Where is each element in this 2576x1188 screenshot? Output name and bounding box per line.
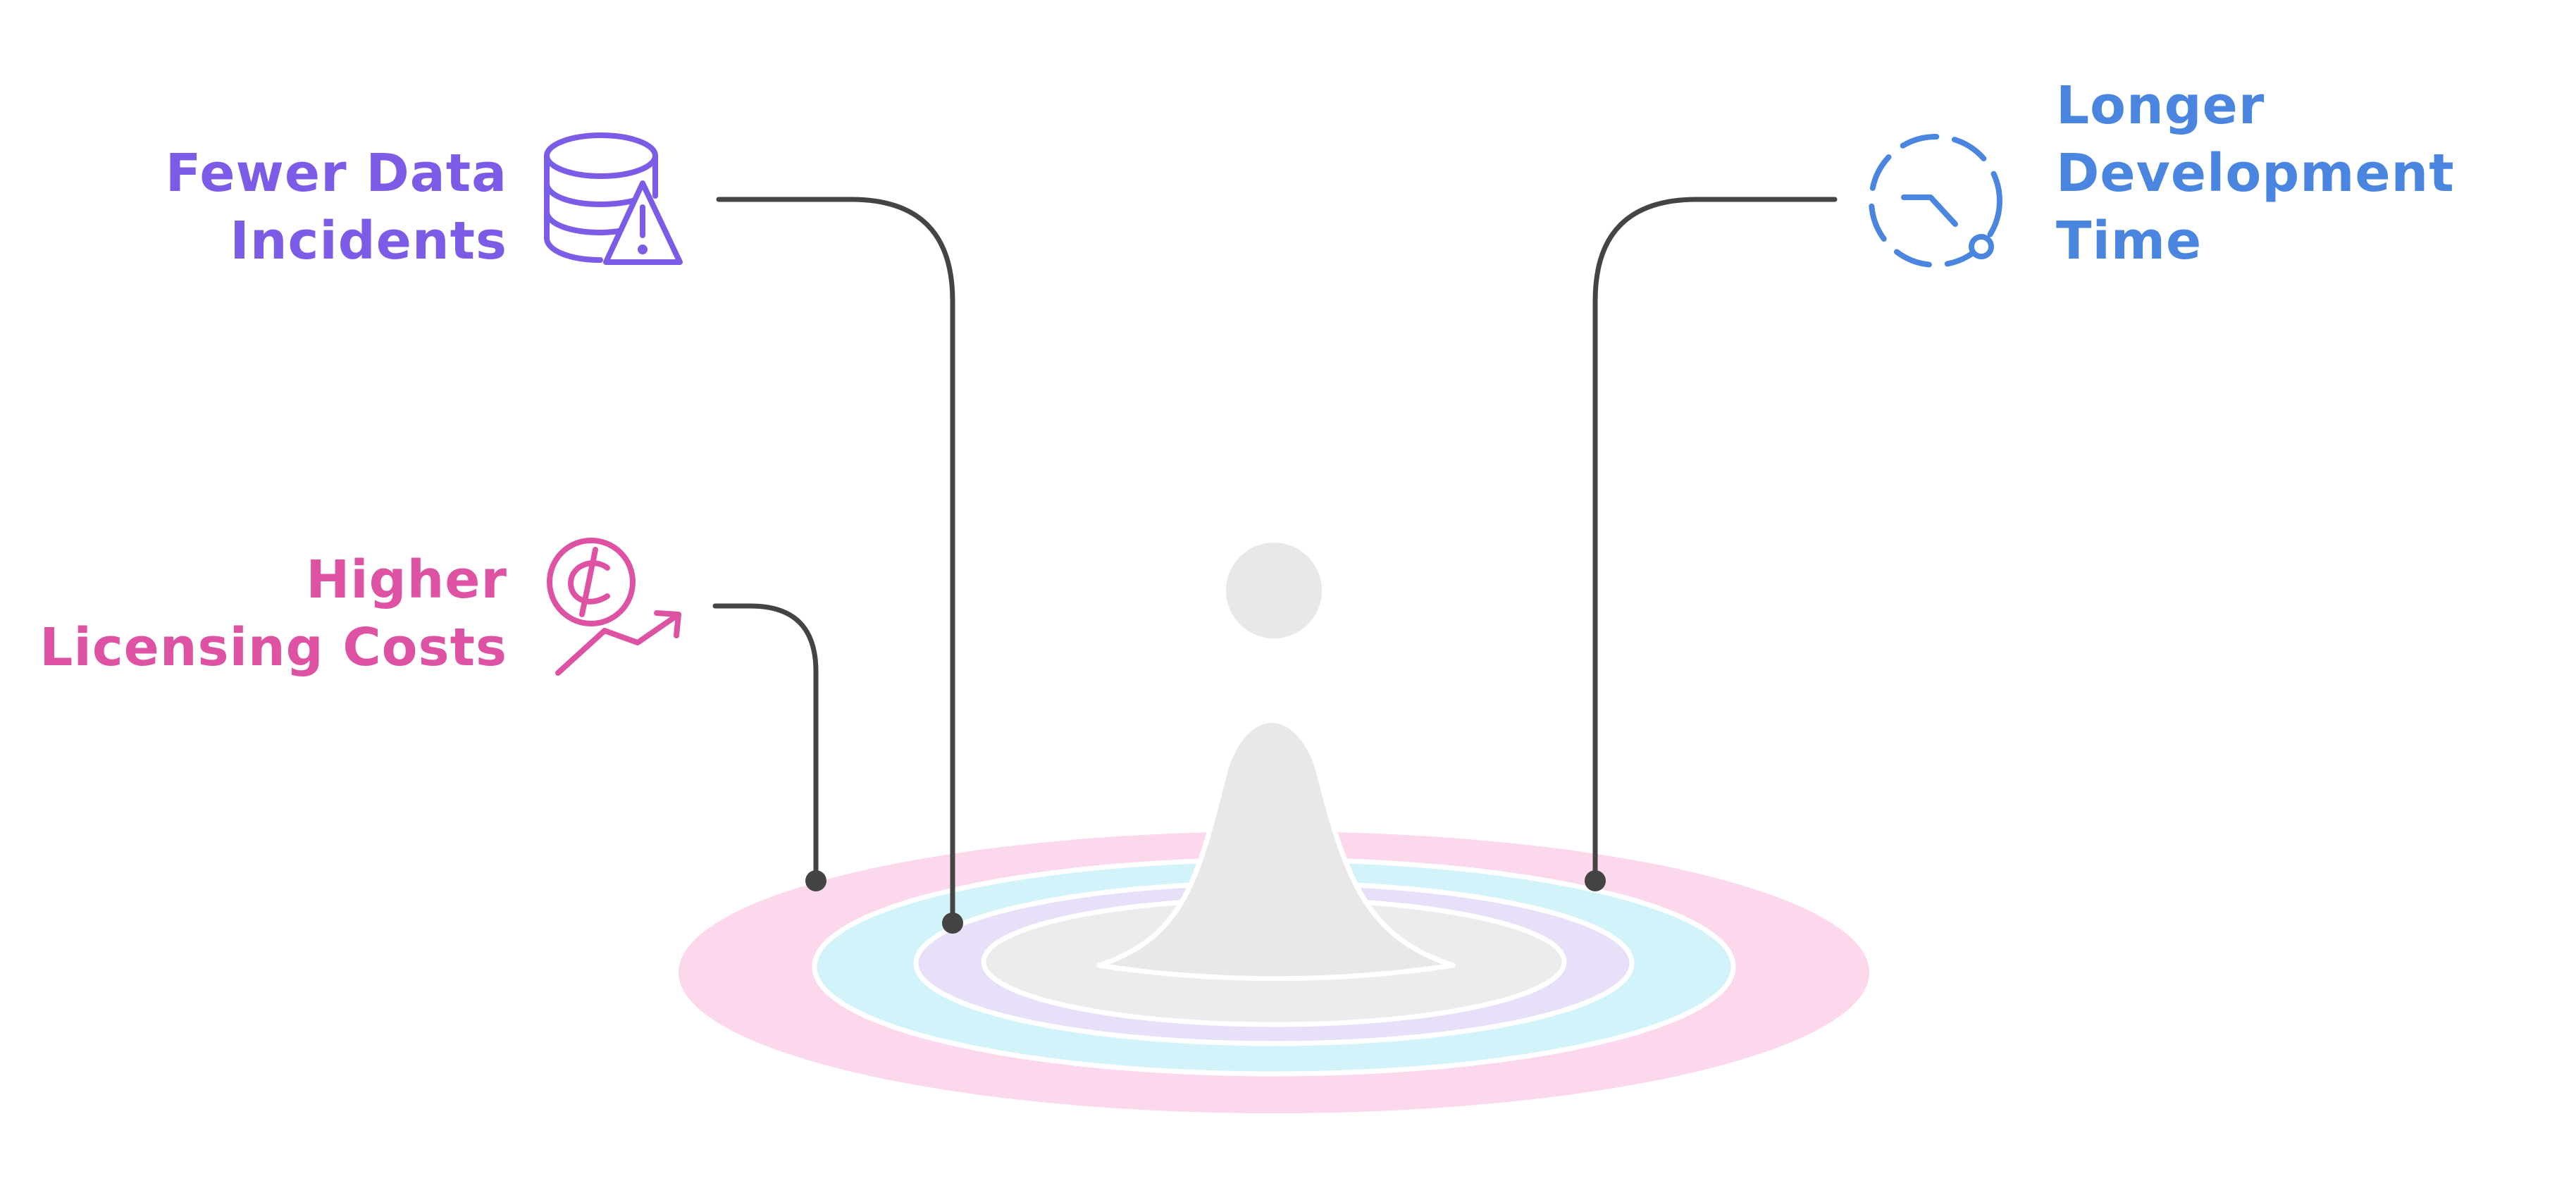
- endpoint-higher-licensing-costs: [805, 870, 826, 891]
- label-line: Incidents: [230, 211, 507, 271]
- cost-increase-icon: [547, 538, 681, 676]
- label-line: Licensing Costs: [39, 617, 507, 678]
- label-higher-licensing-costs: Higher Licensing Costs: [28, 546, 507, 681]
- endpoint-longer-development-time: [1585, 870, 1606, 891]
- label-line: Fewer Data: [165, 143, 507, 204]
- label-fewer-data-incidents: Fewer Data Incidents: [99, 140, 507, 275]
- connector-endpoints: [805, 870, 1606, 934]
- dashed-clock-icon: [1869, 134, 2002, 268]
- label-line: Higher: [306, 550, 507, 610]
- connector-higher-licensing-costs: [712, 603, 819, 884]
- database-warning-icon: [544, 132, 683, 265]
- label-line: Longer: [2056, 75, 2265, 136]
- label-line: Time: [2056, 211, 2203, 271]
- droplet: [1226, 543, 1322, 638]
- connectors: [712, 197, 1838, 926]
- label-line: Development: [2056, 143, 2455, 204]
- label-longer-development-time: Longer Development Time: [2056, 72, 2549, 275]
- connector-longer-development-time: [1592, 197, 1838, 884]
- splash-column: [1096, 718, 1456, 982]
- ripple-rings: [679, 831, 1869, 1113]
- endpoint-fewer-data-incidents: [942, 912, 963, 934]
- droplet-splash: [1096, 543, 1456, 982]
- connector-fewer-data-incidents: [716, 197, 955, 926]
